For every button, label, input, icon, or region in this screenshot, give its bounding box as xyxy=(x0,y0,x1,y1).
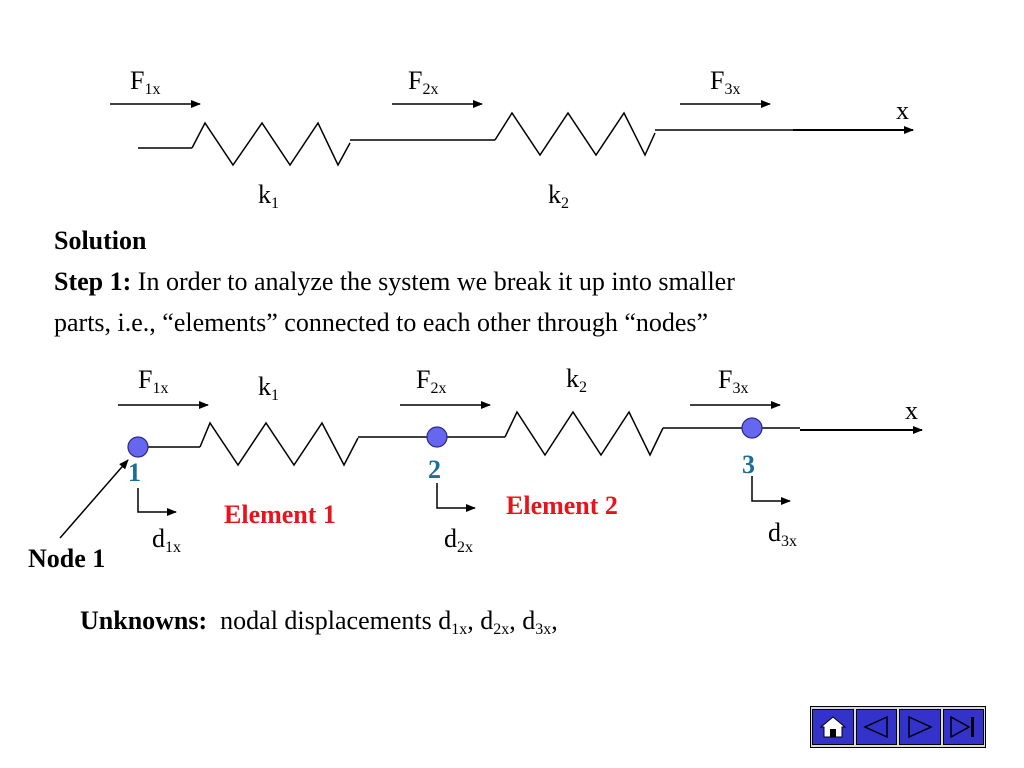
displacement-label-d2x: d2x xyxy=(444,524,473,556)
displacement-arrow-3 xyxy=(751,476,791,505)
spring-1 xyxy=(191,121,351,167)
force-label-f3x: F3x xyxy=(718,365,749,397)
spring-label-k2: k2 xyxy=(548,180,569,212)
node-callout-pointer xyxy=(59,459,129,539)
axis-label-x: x xyxy=(905,396,918,425)
home-icon xyxy=(819,716,847,738)
element-2-label: Element 2 xyxy=(506,491,618,520)
last-icon xyxy=(950,715,975,739)
element-1-label: Element 1 xyxy=(224,500,336,529)
next-icon xyxy=(908,715,933,739)
force-label-f2x: F2x xyxy=(408,66,439,98)
slide-nav-bar xyxy=(810,706,986,748)
previous-button[interactable] xyxy=(855,709,897,745)
force-label-f3x: F3x xyxy=(710,66,741,98)
last-button[interactable] xyxy=(942,709,984,745)
step-1-line-2: parts, i.e., “elements” connected to eac… xyxy=(54,308,709,337)
displacement-arrow-2 xyxy=(436,483,476,512)
unknowns-line: Unknowns: nodal displacements d1x, d2x, … xyxy=(80,606,558,638)
node-2-dot xyxy=(426,426,448,448)
spring-label-k2: k2 xyxy=(566,364,587,396)
spring-1 xyxy=(199,421,359,467)
displacement-label-d3x: d3x xyxy=(768,518,797,550)
node-3-dot xyxy=(741,417,763,439)
bottom-system xyxy=(59,401,923,539)
spring-label-k1: k1 xyxy=(258,180,279,212)
previous-icon xyxy=(863,715,888,739)
spring-2 xyxy=(504,410,664,457)
force-label-f1x: F1x xyxy=(130,66,161,98)
home-button[interactable] xyxy=(812,709,854,745)
force-label-f1x: F1x xyxy=(138,365,169,397)
node-number-3: 3 xyxy=(742,450,755,479)
solution-heading: Solution xyxy=(54,226,147,255)
displacement-label-d1x: d1x xyxy=(152,524,181,556)
node-1-callout-label: Node 1 xyxy=(28,544,106,573)
force-label-f2x: F2x xyxy=(416,365,447,397)
next-button[interactable] xyxy=(899,709,941,745)
spring-label-k1: k1 xyxy=(258,372,279,404)
node-number-2: 2 xyxy=(428,455,441,484)
node-number-1: 1 xyxy=(128,458,141,487)
node-1-dot xyxy=(127,436,149,458)
axis-label-x: x xyxy=(896,96,909,125)
spring-2 xyxy=(494,111,656,157)
displacement-arrow-1 xyxy=(137,488,177,516)
step-1-line-1: Step 1: In order to analyze the system w… xyxy=(54,267,735,296)
top-system xyxy=(110,100,914,167)
